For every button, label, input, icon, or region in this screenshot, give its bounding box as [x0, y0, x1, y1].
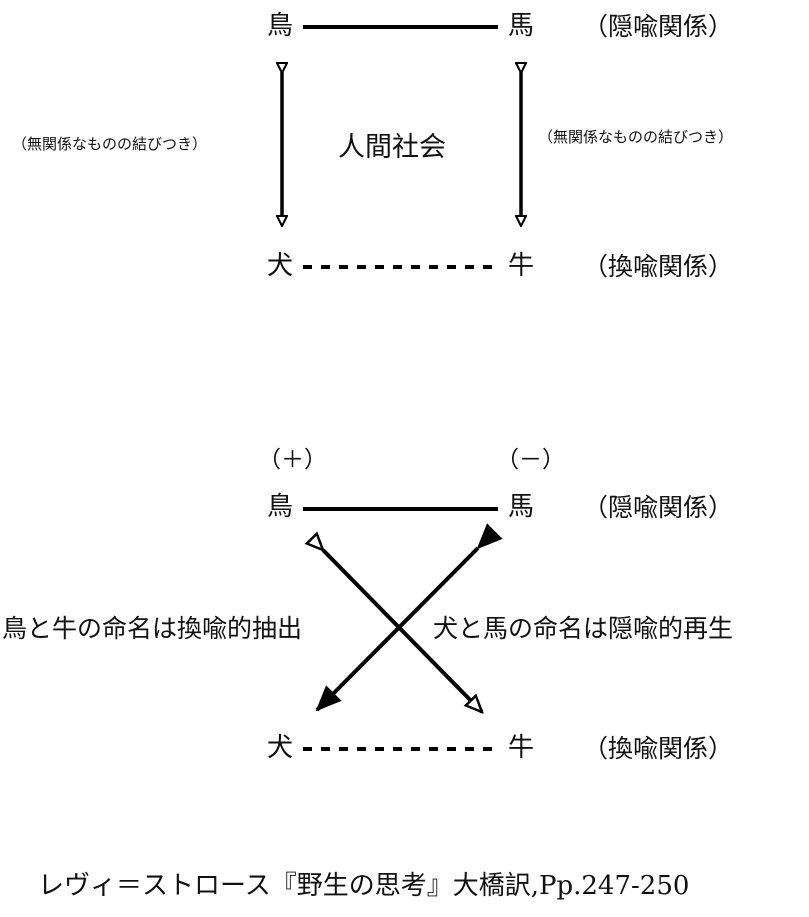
top-node-bird: 鳥 — [267, 11, 294, 41]
top-node-dog: 犬 — [267, 251, 294, 281]
top-metaphor-label: （隠喩関係） — [583, 12, 734, 41]
top-left-side-label: （無関係なものの結びつき） — [12, 135, 208, 153]
top-right-side-label: （無関係なものの結びつき） — [538, 128, 734, 146]
top-node-horse: 馬 — [508, 11, 535, 41]
bottom-metaphor-label: （隠喩関係） — [583, 493, 734, 522]
top-metonymy-label: （換喩関係） — [583, 252, 734, 281]
bottom-node-horse: 馬 — [508, 492, 535, 522]
bottom-node-cow: 牛 — [508, 733, 535, 763]
cross-arrow-bird-to-cow — [323, 550, 482, 712]
minus-sign-label: （－） — [496, 447, 565, 473]
bottom-node-bird: 鳥 — [267, 492, 294, 522]
bottom-node-dog: 犬 — [267, 733, 294, 763]
top-center-label: 人間社会 — [338, 132, 446, 163]
top-node-cow: 牛 — [508, 251, 535, 281]
citation: レヴィ＝ストロース『野生の思考』大橋訳,Pp.247-250 — [38, 871, 690, 901]
right-description: 犬と馬の命名は隠喩的再生 — [433, 614, 734, 643]
plus-sign-label: （＋） — [258, 447, 327, 473]
bottom-metonymy-label: （換喩関係） — [583, 734, 734, 763]
left-description: 鳥と牛の命名は換喩的抽出 — [2, 614, 303, 643]
